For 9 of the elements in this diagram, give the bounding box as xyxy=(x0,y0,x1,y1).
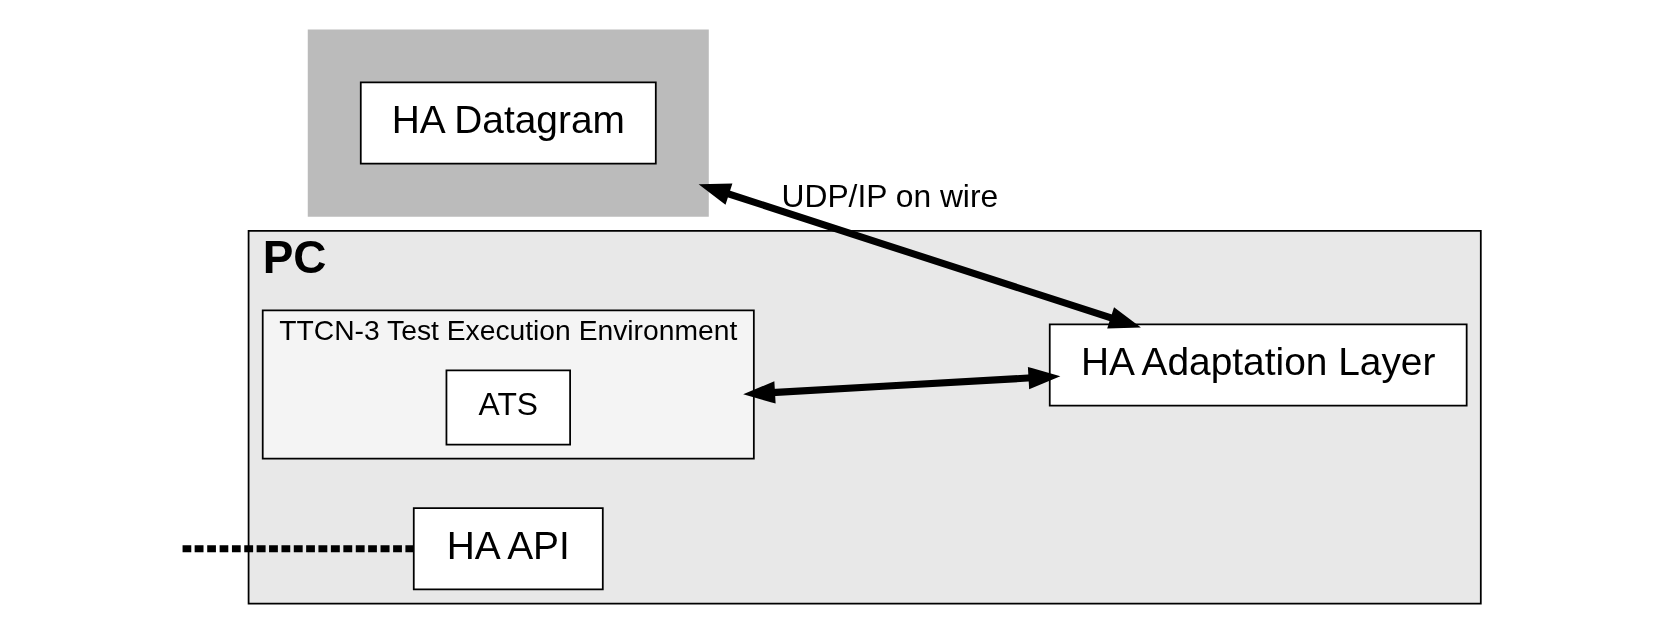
connector xyxy=(182,545,413,553)
edge-label: UDP/IP on wire xyxy=(781,177,998,214)
arrow xyxy=(698,183,1141,329)
cluster xyxy=(307,29,709,217)
node-box: ATS xyxy=(445,369,571,446)
node-box: HA API xyxy=(412,507,604,591)
arrow xyxy=(742,366,1060,404)
node-box: HA Adaptation Layer xyxy=(1048,323,1468,407)
node-box: HA Datagram xyxy=(359,81,657,165)
